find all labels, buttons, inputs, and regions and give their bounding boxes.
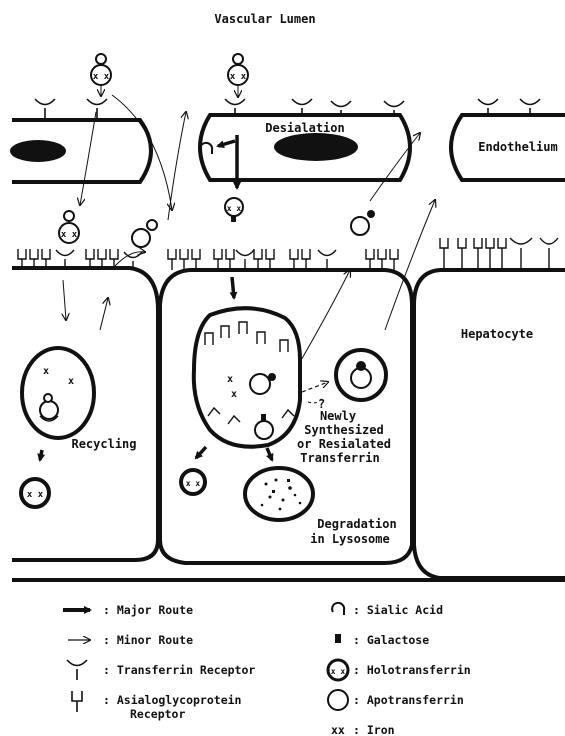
desialation-label: Desialation: [265, 121, 344, 135]
vascular-lumen-label: Vascular Lumen: [214, 12, 315, 26]
hepatocyte-right: [414, 270, 565, 578]
newly-synthesized-label: Transferrin: [300, 451, 379, 465]
hepatocyte-label: Hepatocyte: [461, 327, 533, 341]
lysosome: [245, 468, 313, 520]
legend-asialoglycoprotein-receptor: : Asialoglycoprotein: [103, 693, 242, 707]
apotransferrin-icon: [328, 690, 348, 710]
endothelial-nucleus-center: [274, 133, 358, 161]
legend-asialoglycoprotein-receptor: Receptor: [130, 707, 185, 721]
legend-iron: : Iron: [353, 723, 395, 736]
iron-symbol: xx: [331, 723, 345, 736]
legend: : Major Route : Minor Route : Transferri…: [63, 603, 471, 736]
degradation-label: in Lysosome: [310, 532, 389, 546]
newly-synthesized-label: or Resialated: [297, 437, 391, 451]
newly-synthesized-label: Synthesized: [304, 423, 383, 437]
holotransferrin-icon: x x: [228, 54, 248, 85]
legend-apotransferrin: : Apotransferrin: [353, 693, 464, 707]
recycling-label: Recycling: [71, 437, 136, 451]
legend-galactose: : Galactose: [353, 633, 429, 647]
legend-minor-route: : Minor Route: [103, 633, 193, 647]
sialic-acid-icon: [332, 603, 344, 615]
svg-text:x x: x x: [27, 490, 44, 500]
svg-text:x x: x x: [230, 72, 247, 82]
legend-holotransferrin: : Holotransferrin: [353, 663, 471, 677]
recycling-endosome: [22, 348, 94, 438]
degradation-label: Degradation: [317, 517, 396, 531]
legend-sialic-acid: : Sialic Acid: [353, 603, 443, 617]
apotransferrin-icon: [132, 220, 157, 247]
legend-major-route: : Major Route: [103, 603, 193, 617]
iron-mark: x: [43, 366, 49, 377]
holotransferrin-icon: x x: [181, 470, 205, 494]
svg-text:x x: x x: [227, 204, 242, 213]
iron-mark: x: [231, 389, 237, 400]
holotransferrin-icon: x x: [91, 54, 111, 85]
svg-text:x x: x x: [61, 230, 78, 240]
svg-text:x x: x x: [93, 72, 110, 82]
endothelial-nucleus-left: [10, 140, 66, 162]
asialoglycoprotein-receptor-symbol: [72, 691, 82, 712]
holotransferrin-icon: x x: [225, 198, 243, 222]
dashed-arrow: [302, 382, 328, 392]
transferrin-receptor-symbol: [67, 660, 87, 680]
minor-route-arrows-lumen: [80, 86, 238, 220]
holotransferrin-icon: x x: [331, 667, 346, 676]
holotransferrin-icon: x x: [59, 211, 79, 243]
endothelium-label: Endothelium: [478, 140, 557, 154]
iron-mark: x: [227, 374, 233, 385]
apotransferrin-icon: [351, 210, 375, 235]
newly-synthesized-label: Newly: [320, 409, 356, 423]
legend-transferrin-receptor: : Transferrin Receptor: [103, 663, 255, 677]
iron-mark: x: [68, 376, 74, 387]
svg-text:x x: x x: [186, 479, 201, 488]
asialoglycoprotein-receptors: [18, 238, 506, 270]
holotransferrin-icon: x x: [21, 479, 49, 507]
galactose-icon: [335, 634, 341, 643]
